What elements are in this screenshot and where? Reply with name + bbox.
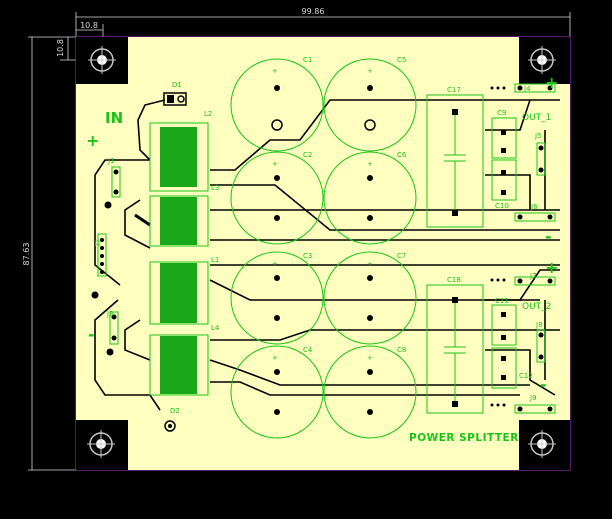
svg-text:+: + bbox=[367, 354, 373, 362]
label-l3: L3 bbox=[211, 184, 219, 192]
out2-plus-label: + bbox=[545, 258, 558, 277]
label-c8: C8 bbox=[397, 346, 406, 354]
label-c5: C5 bbox=[397, 56, 406, 64]
label-j5: J5 bbox=[534, 132, 542, 140]
inductor-l2 bbox=[149, 122, 209, 192]
label-l1: L1 bbox=[211, 256, 219, 264]
out1-minus-label: - bbox=[545, 227, 552, 246]
capacitor-c8 bbox=[323, 345, 417, 439]
label-c7: C7 bbox=[397, 252, 406, 260]
label-c6: C6 bbox=[397, 151, 407, 159]
board-body bbox=[76, 37, 570, 470]
out2-minus-label: - bbox=[540, 375, 547, 394]
inductor-l3 bbox=[149, 195, 209, 247]
out1-plus-label: + bbox=[545, 73, 558, 92]
label-l2: L2 bbox=[204, 110, 212, 118]
label-c17: C17 bbox=[447, 86, 461, 94]
svg-text:+: + bbox=[367, 160, 373, 168]
capacitor-c3 bbox=[230, 251, 324, 345]
svg-text:+: + bbox=[367, 260, 373, 268]
label-c18: C18 bbox=[447, 276, 461, 284]
film-capacitors bbox=[426, 94, 484, 414]
svg-text:+: + bbox=[272, 67, 278, 75]
capacitor-c2 bbox=[230, 151, 324, 245]
label-c9: C9 bbox=[497, 109, 506, 117]
svg-text:+: + bbox=[272, 354, 278, 362]
label-c11: C11 bbox=[495, 297, 509, 305]
mount-hole-icon bbox=[87, 430, 115, 458]
diode-d2 bbox=[164, 420, 176, 432]
label-c4: C4 bbox=[303, 346, 313, 354]
capacitor-c5 bbox=[323, 58, 417, 152]
hole-offset-x-dimension: 10.8 bbox=[80, 21, 98, 30]
svg-text:+: + bbox=[272, 260, 278, 268]
input-plus-label: + bbox=[86, 131, 99, 150]
label-j6: J6 bbox=[530, 203, 538, 211]
hole-offset-y-dimension: 10.8 bbox=[56, 39, 65, 57]
label-c12: C12 bbox=[519, 372, 533, 380]
copper-traces bbox=[94, 99, 560, 411]
capacitor-c6 bbox=[323, 151, 417, 245]
diode-d1 bbox=[163, 92, 187, 106]
label-l4: L4 bbox=[211, 324, 220, 332]
label-j8: J8 bbox=[535, 321, 543, 329]
label-j4: J4 bbox=[523, 85, 531, 93]
label-d1: D1 bbox=[172, 81, 182, 89]
label-j2: J2 bbox=[93, 239, 101, 247]
electrolytic-capacitors bbox=[230, 58, 417, 439]
connectors bbox=[97, 83, 556, 414]
mount-hole-icon bbox=[528, 430, 556, 458]
label-d2: D2 bbox=[170, 407, 180, 415]
label-c3: C3 bbox=[303, 252, 312, 260]
inductor-l1 bbox=[149, 261, 209, 325]
height-dimension: 87.63 bbox=[22, 243, 31, 266]
label-j7: J7 bbox=[529, 272, 537, 280]
label-c2: C2 bbox=[303, 151, 312, 159]
inductors bbox=[149, 122, 209, 396]
label-j9: J9 bbox=[529, 394, 537, 402]
out1-label: OUT_1 bbox=[522, 113, 551, 123]
board-title: POWER SPLITTER bbox=[409, 432, 519, 444]
svg-text:+: + bbox=[272, 160, 278, 168]
label-c1: C1 bbox=[303, 56, 312, 64]
component-labels: C1 C5 C2 C6 C3 C7 C4 C8 C17 C18 C9 C10 C… bbox=[93, 56, 543, 415]
small-capacitors bbox=[491, 117, 517, 389]
label-j1: J1 bbox=[107, 157, 115, 165]
input-minus-label: - bbox=[88, 325, 95, 344]
capacitor-c7 bbox=[323, 251, 417, 345]
mount-hole-icon bbox=[88, 46, 116, 74]
capacitor-c4 bbox=[230, 345, 324, 439]
capacitor-plus-marks: + + + + + + + + bbox=[272, 67, 373, 362]
width-dimension: 99.86 bbox=[302, 7, 325, 16]
board-labels: IN + - OUT_1 OUT_2 + - + - POWER SPLITTE… bbox=[86, 73, 558, 444]
input-label: IN bbox=[105, 109, 123, 127]
out2-label: OUT_2 bbox=[522, 302, 551, 312]
capacitor-c1 bbox=[230, 58, 324, 152]
mounting-holes bbox=[87, 46, 556, 458]
svg-text:+: + bbox=[367, 67, 373, 75]
label-c10: C10 bbox=[495, 202, 509, 210]
label-j3: J3 bbox=[106, 310, 114, 318]
inductor-l4 bbox=[149, 334, 209, 396]
mount-hole-icon bbox=[528, 46, 556, 74]
